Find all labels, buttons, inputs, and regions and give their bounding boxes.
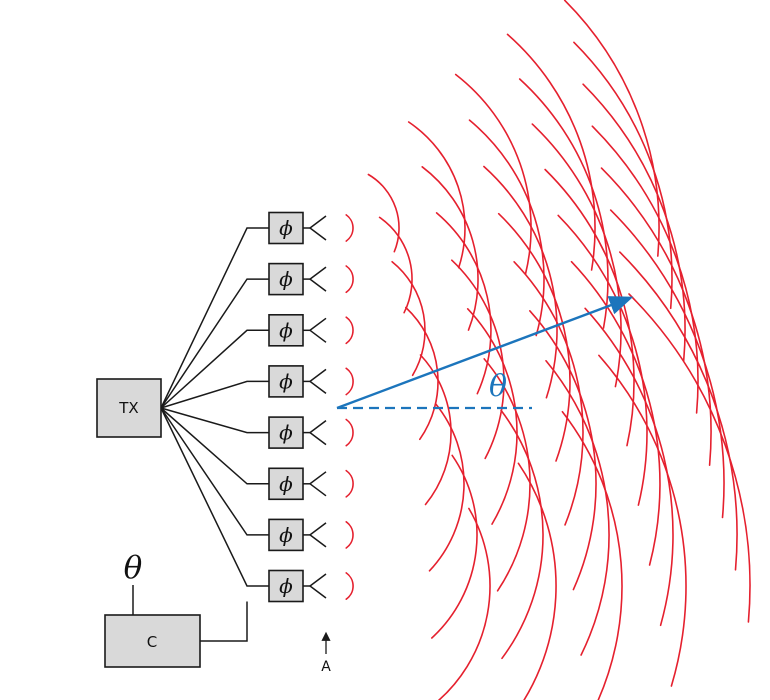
wavefront-arc [345, 316, 354, 345]
tx-label: TX [118, 399, 138, 417]
wavefront-arc [367, 173, 400, 253]
wavefront-arc [513, 261, 584, 526]
wavefront-arc [435, 212, 492, 395]
controller-box [104, 614, 201, 668]
antenna-pointer-label: A [321, 659, 331, 675]
phase-shifter-label: ϕ [279, 421, 293, 445]
wavefront-arc [345, 521, 354, 549]
wavefront-arc [557, 214, 648, 506]
wavefront-arc [345, 214, 354, 242]
wavefront-arc [584, 307, 674, 627]
wavefront-arc [345, 367, 354, 396]
antenna-icon [308, 522, 327, 548]
wavefront-arc [483, 165, 558, 399]
wavefront-arc [506, 33, 596, 271]
wavefront-arc [466, 308, 518, 525]
beam-angle-label: θ [489, 369, 507, 404]
wavefront-arc [600, 167, 712, 466]
wavefront-arc [451, 259, 505, 460]
phase-shifter-array: ϕ ϕ ϕ ϕ ϕ ϕ ϕ ϕ [268, 211, 304, 603]
phase-shifter-label: ϕ [279, 369, 293, 393]
wavefront-arc [431, 454, 478, 639]
phase-shifter-box [268, 262, 304, 296]
wavefront-arc [619, 251, 738, 571]
phase-shifter-box [268, 211, 304, 245]
antenna-icon [308, 215, 327, 241]
antenna-icon [308, 420, 327, 446]
feed-line [160, 380, 269, 409]
phase-shifter-label: ϕ [279, 472, 293, 496]
wavefront-arc [497, 212, 571, 462]
wavefront-arc [545, 360, 610, 656]
beam-arrow [336, 296, 634, 410]
feed-line [160, 407, 269, 485]
phase-shifter-label: ϕ [279, 318, 293, 342]
wavefront-arc [391, 260, 426, 377]
feed-line [160, 407, 269, 434]
wavefront-arc [454, 73, 532, 275]
wavefront-arc [500, 409, 544, 660]
tx-box [96, 378, 162, 438]
wavefront-arc [573, 41, 673, 310]
wavefront-arc [570, 260, 661, 566]
wavefront-arc [582, 83, 686, 362]
wavefront-arc [518, 78, 609, 329]
theta-input-label: θ [124, 550, 143, 586]
wavefront-arc [591, 125, 699, 414]
wavefront-arc [628, 293, 751, 623]
wavefront-arc [345, 469, 354, 498]
controller-label: C [147, 633, 157, 651]
wavefront-arc [428, 403, 465, 572]
wavefront-arc [561, 410, 623, 700]
feed-line [160, 329, 269, 409]
wavefront-arcs-group [345, 0, 751, 700]
phase-shifter-label: ϕ [279, 267, 293, 291]
phase-shifter-box [268, 313, 304, 347]
wavefront-arc [345, 265, 354, 294]
wavefront-arc [345, 572, 354, 600]
wavefront-arc [421, 166, 479, 331]
antenna-icon [308, 573, 327, 599]
wavefront-arc [437, 507, 491, 700]
wavefront-arc [407, 121, 466, 269]
antenna-icon [308, 317, 327, 343]
wavefront-arc [483, 358, 531, 592]
wavefront-arc [531, 123, 622, 388]
controller-feed-line [200, 601, 248, 642]
wavefront-arc [345, 418, 354, 447]
wavefront-arc [563, 0, 660, 257]
feed-line [160, 278, 269, 409]
wavefront-arc [405, 306, 439, 441]
wavefront-arc [468, 119, 545, 337]
antenna-array [303, 215, 327, 599]
phase-shifter-label: ϕ [279, 216, 293, 240]
wavefront-arc [529, 310, 597, 591]
wavefront-arc [609, 209, 725, 519]
phase-shifter-label: ϕ [279, 574, 293, 598]
wavefront-arc [517, 462, 557, 700]
wavefront-arc [598, 354, 687, 687]
antenna-icon [308, 266, 327, 292]
antenna-icon [308, 368, 327, 394]
phase-shifter-box [268, 569, 304, 603]
phase-shifter-label: ϕ [279, 523, 293, 547]
wavefront-arc [378, 216, 413, 314]
feed-lines-group [160, 227, 269, 587]
feed-line [160, 407, 269, 536]
antenna-icon [308, 471, 327, 497]
feed-line [160, 407, 269, 587]
feed-line [160, 227, 269, 409]
